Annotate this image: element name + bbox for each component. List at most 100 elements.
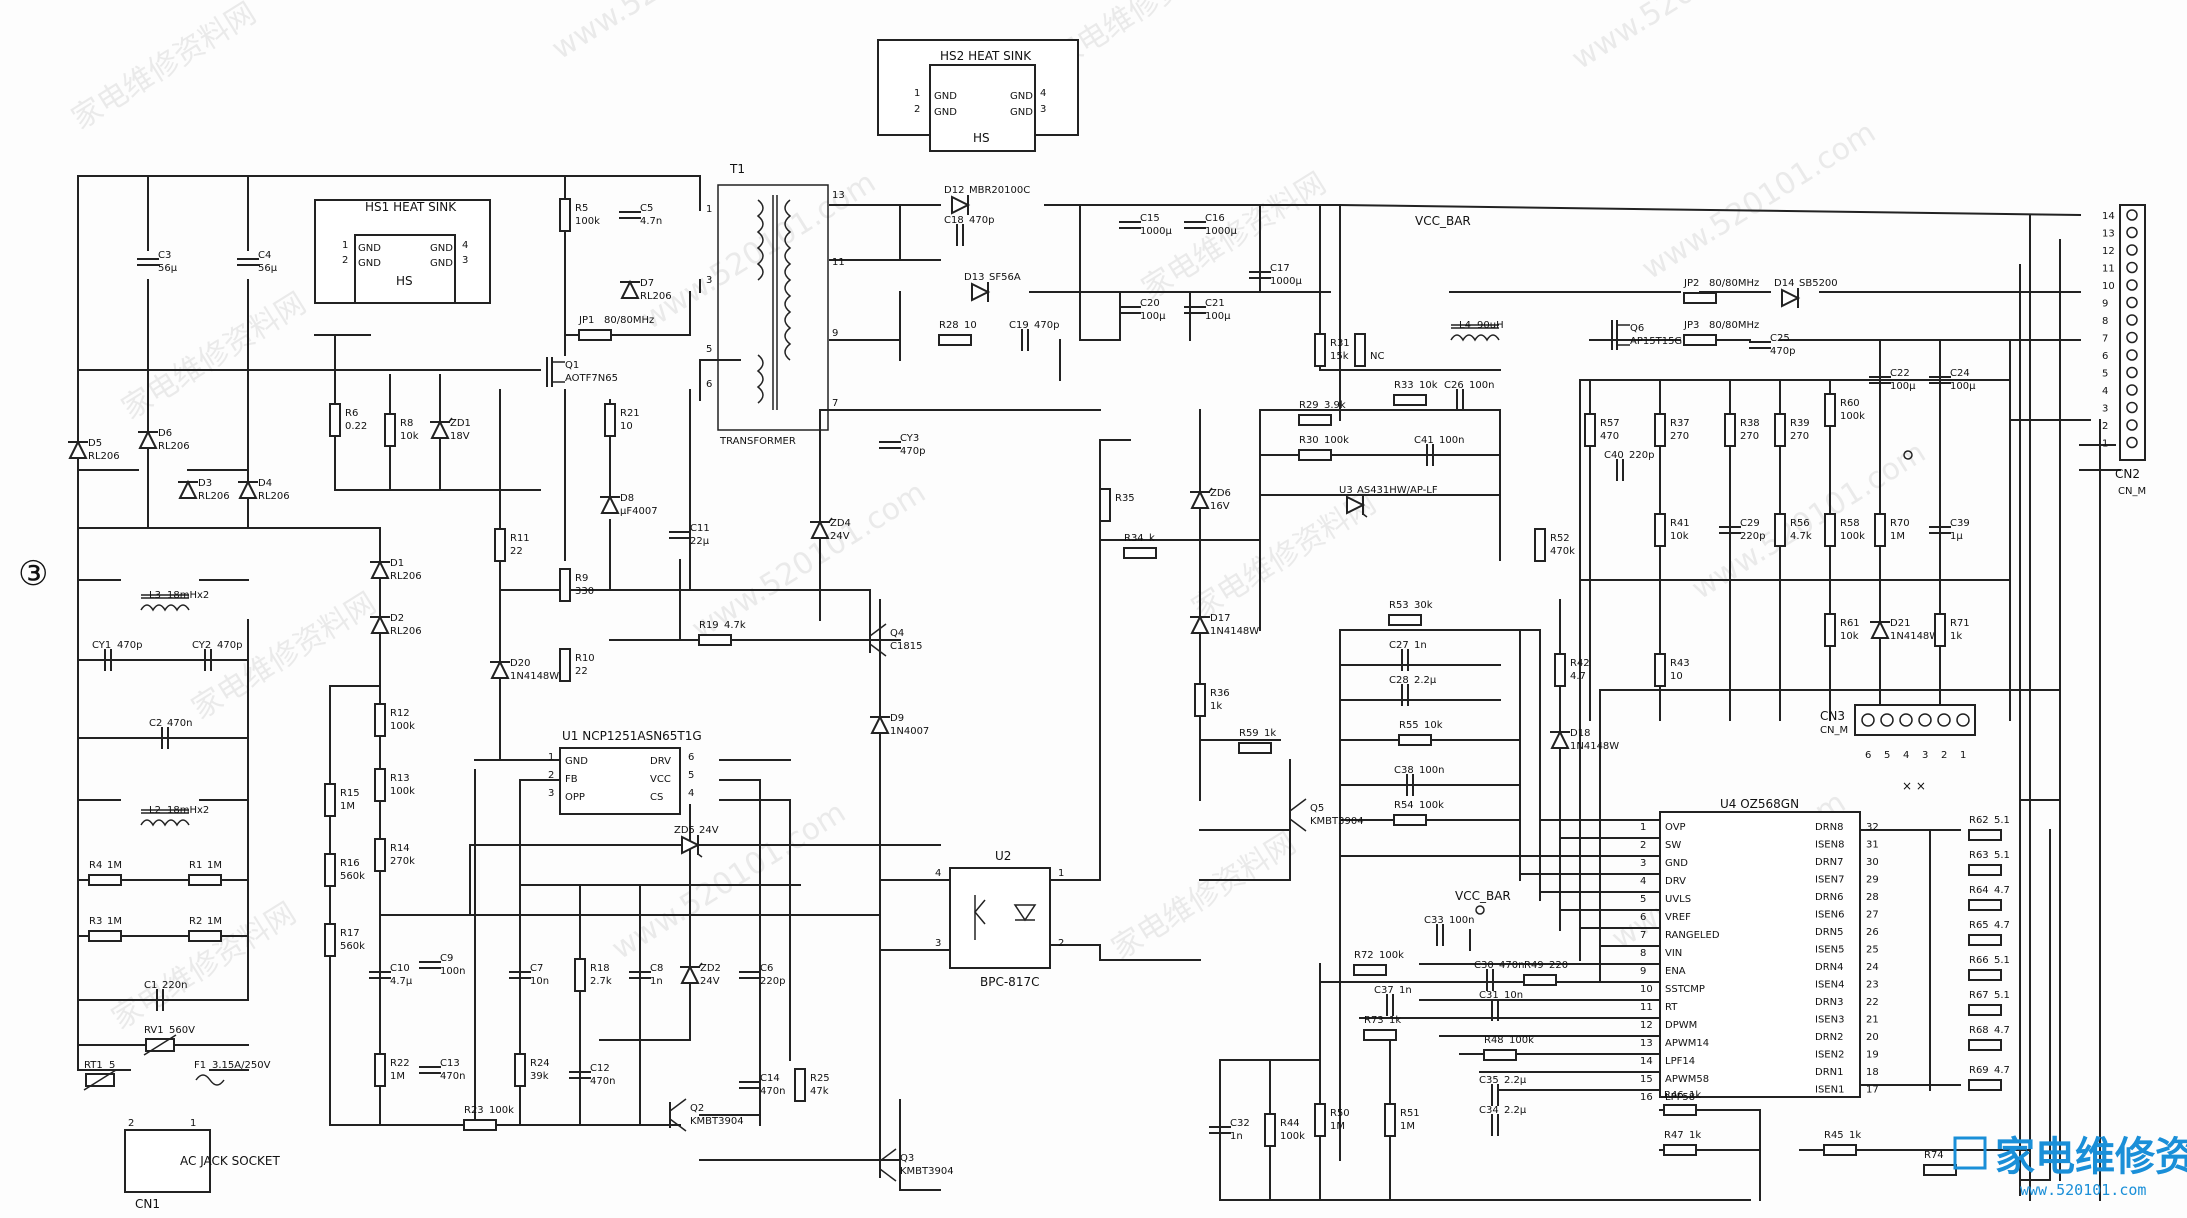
component-val-c22: 100µ <box>1890 381 1916 392</box>
component-val-d2: RL206 <box>390 626 422 637</box>
u4-right-pin-32: DRN8 <box>1815 822 1844 833</box>
component-val-c30: 470n <box>1499 960 1524 971</box>
u2-pin-1: 1 <box>1058 868 1064 879</box>
component-ref-r65: R65 <box>1969 920 1989 931</box>
component-nc: NC <box>1354 333 1384 367</box>
u4-right-num-28: 28 <box>1866 892 1879 903</box>
component-ref-r17: R17 <box>340 928 360 939</box>
component-ref-r25: R25 <box>810 1073 830 1084</box>
u4-right-pin-30: DRN7 <box>1815 857 1844 868</box>
component-ref-c39: C39 <box>1950 518 1970 529</box>
component-val-c21: 100µ <box>1205 311 1231 322</box>
watermark-text: 家电维修资料网 <box>106 896 303 1037</box>
u4-left-num-1: 1 <box>1640 822 1646 833</box>
component-val-r10: 22 <box>575 666 588 677</box>
component-val-d1: RL206 <box>390 571 422 582</box>
hs1-pin-label-3: GND <box>430 243 453 254</box>
component-val-d8: µF4007 <box>620 506 658 517</box>
watermark-text: www.520101.com <box>606 795 852 967</box>
component-val-cy1: 470p <box>117 640 142 651</box>
u4-left-pin-9: ENA <box>1665 966 1686 977</box>
watermark-text: www.520101.com <box>1636 115 1882 287</box>
component-ref-r55: R55 <box>1399 720 1419 731</box>
component-val-c34: 2.2µ <box>1504 1105 1527 1116</box>
component-val-r57: 470 <box>1600 431 1619 442</box>
component-ref-d1: D1 <box>390 558 404 569</box>
component-ref-c1: C1 <box>144 980 157 991</box>
component-ref-zd5: ZD5 <box>674 825 695 836</box>
component-ref-zd6: ZD6 <box>1210 488 1231 499</box>
t1-pin-1: 1 <box>706 204 712 215</box>
u1-controller: U1 NCP1251ASN65T1G GND FB OPP DRV VCC CS… <box>548 729 702 815</box>
component-ref-r28: R28 <box>939 320 959 331</box>
component-ref-c3: C3 <box>158 250 171 261</box>
component-ref-c2: C2 <box>149 718 162 729</box>
component-ref-r10: R10 <box>575 653 595 664</box>
cn1-desc: AC JACK SOCKET <box>180 1154 280 1168</box>
component-ref-c30: C30 <box>1474 960 1494 971</box>
component-val-c38: 100n <box>1419 765 1444 776</box>
site-logo: 家电维修资料网 www.520101.com <box>1953 1134 2187 1199</box>
cn1-label: CN1 <box>135 1197 160 1211</box>
component-ref-rt1: RT1 <box>84 1060 103 1071</box>
u4-right-pin-27: ISEN6 <box>1815 910 1844 921</box>
u1-pin-cs: CS <box>650 792 663 803</box>
component-ref-zd1: ZD1 <box>450 418 471 429</box>
u4-right-num-26: 26 <box>1866 927 1879 938</box>
hs2-title: HS2 HEAT SINK <box>940 49 1032 63</box>
component-val-c40: 220p <box>1629 450 1654 461</box>
u4-left-num-11: 11 <box>1640 1002 1653 1013</box>
component-ref-d8: D8 <box>620 493 634 504</box>
net-label-vcc-bar-mid: VCC_BAR <box>1455 889 1511 903</box>
component-ref-u3: U3 <box>1339 485 1353 496</box>
component-ref-c27: C27 <box>1389 640 1409 651</box>
cn2-pin-hole <box>2126 279 2138 291</box>
component-ref-c24: C24 <box>1950 368 1970 379</box>
component-val-c26: 100n <box>1469 380 1494 391</box>
cn2-label: CN2 <box>2115 467 2140 481</box>
component-ref-d20: D20 <box>510 658 530 669</box>
component-ref-q1: Q1 <box>565 360 579 371</box>
component-val-d7: RL206 <box>640 291 672 302</box>
watermark-text: 家电维修资料网 <box>116 286 313 427</box>
component-ref-r33: R33 <box>1394 380 1414 391</box>
component-ref-r69: R69 <box>1969 1065 1989 1076</box>
component-ref-r70: R70 <box>1890 518 1910 529</box>
component-ref-c32: C32 <box>1230 1118 1250 1129</box>
component-ref-r56: R56 <box>1790 518 1810 529</box>
component-val-q3: KMBT3904 <box>900 1166 954 1177</box>
component-val-d4: RL206 <box>258 491 290 502</box>
component-val-r53: 30k <box>1414 600 1433 611</box>
cn2-pin-hole <box>2126 349 2138 361</box>
component-val-r59: 1k <box>1264 728 1276 739</box>
cn2-sub: CN_M <box>2118 486 2146 497</box>
component-val-r58: 100k <box>1840 531 1865 542</box>
component-c30: C30 470n <box>1474 960 1524 991</box>
